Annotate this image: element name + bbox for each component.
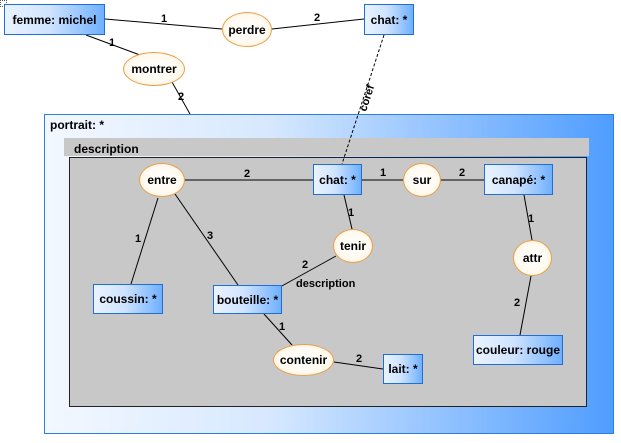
edge-perdre-chat (271, 18, 365, 30)
edge-femme-montrer (85, 34, 141, 56)
context-description-tab (64, 138, 589, 156)
context-description-label: description (74, 142, 139, 156)
edge-label-attr-couleur: 2 (514, 297, 520, 309)
edge-label-coref: coref (357, 83, 377, 113)
edge-entre-bouteille (174, 193, 239, 286)
concept-bouteille[interactable]: bouteille: * (213, 285, 282, 314)
concept-chat-top[interactable]: chat: * (364, 4, 414, 35)
edge-contenir-lait (333, 361, 384, 370)
edge-bouteille-contenir (263, 313, 293, 346)
relation-sur[interactable]: sur (403, 163, 441, 197)
window-corner-icon (0, 0, 7, 7)
edge-label-femme-perdre: 1 (161, 13, 167, 25)
relation-entre[interactable]: entre (139, 163, 185, 197)
edge-entre-coussin (130, 197, 159, 285)
relation-perdre[interactable]: perdre (222, 12, 272, 47)
edge-chat-tenir (343, 194, 353, 230)
edge-label-montrer-portrait: 2 (178, 91, 184, 103)
context-portrait-label: portrait: * (50, 118, 104, 132)
concept-femme-michel[interactable]: femme: michel (4, 4, 105, 35)
edge-label-chat-tenir: 1 (348, 207, 354, 219)
relation-contenir[interactable]: contenir (273, 344, 334, 376)
relation-montrer[interactable]: montrer (123, 52, 185, 86)
relation-tenir[interactable]: tenir (333, 229, 373, 263)
concept-lait[interactable]: lait: * (383, 354, 423, 384)
edge-label-sur-canape: 2 (459, 167, 465, 179)
edge-label-canape-attr: 1 (528, 213, 534, 225)
edge-label-entre-bouteille: 3 (207, 230, 213, 242)
edge-label-tenir-description: description (296, 278, 356, 290)
edge-canape-attr (523, 194, 533, 241)
edge-label-chat-sur: 1 (380, 167, 386, 179)
concept-chat-inner[interactable]: chat: * (313, 164, 362, 195)
edge-attr-couleur (519, 275, 532, 336)
edge-femme-perdre (104, 18, 223, 30)
relation-attr[interactable]: attr (513, 240, 552, 276)
edge-label-bouteille-contenir: 1 (279, 321, 285, 333)
edge-label-contenir-lait: 2 (356, 353, 362, 365)
edge-tenir-bouteille (279, 255, 337, 288)
edge-coref (341, 34, 385, 165)
edge-label-femme-montrer: 1 (109, 37, 115, 49)
edge-label-entre-chat: 2 (244, 168, 250, 180)
edge-label-tenir-bouteille: 2 (302, 259, 308, 271)
edge-label-perdre-chat: 2 (314, 12, 320, 24)
edge-label-entre-coussin: 1 (135, 233, 141, 245)
edge-montrer-portrait (171, 81, 191, 115)
concept-coussin[interactable]: coussin: * (93, 284, 163, 314)
concept-canape[interactable]: canapé: * (484, 164, 553, 195)
concept-couleur-rouge[interactable]: couleur: rouge (473, 335, 563, 365)
